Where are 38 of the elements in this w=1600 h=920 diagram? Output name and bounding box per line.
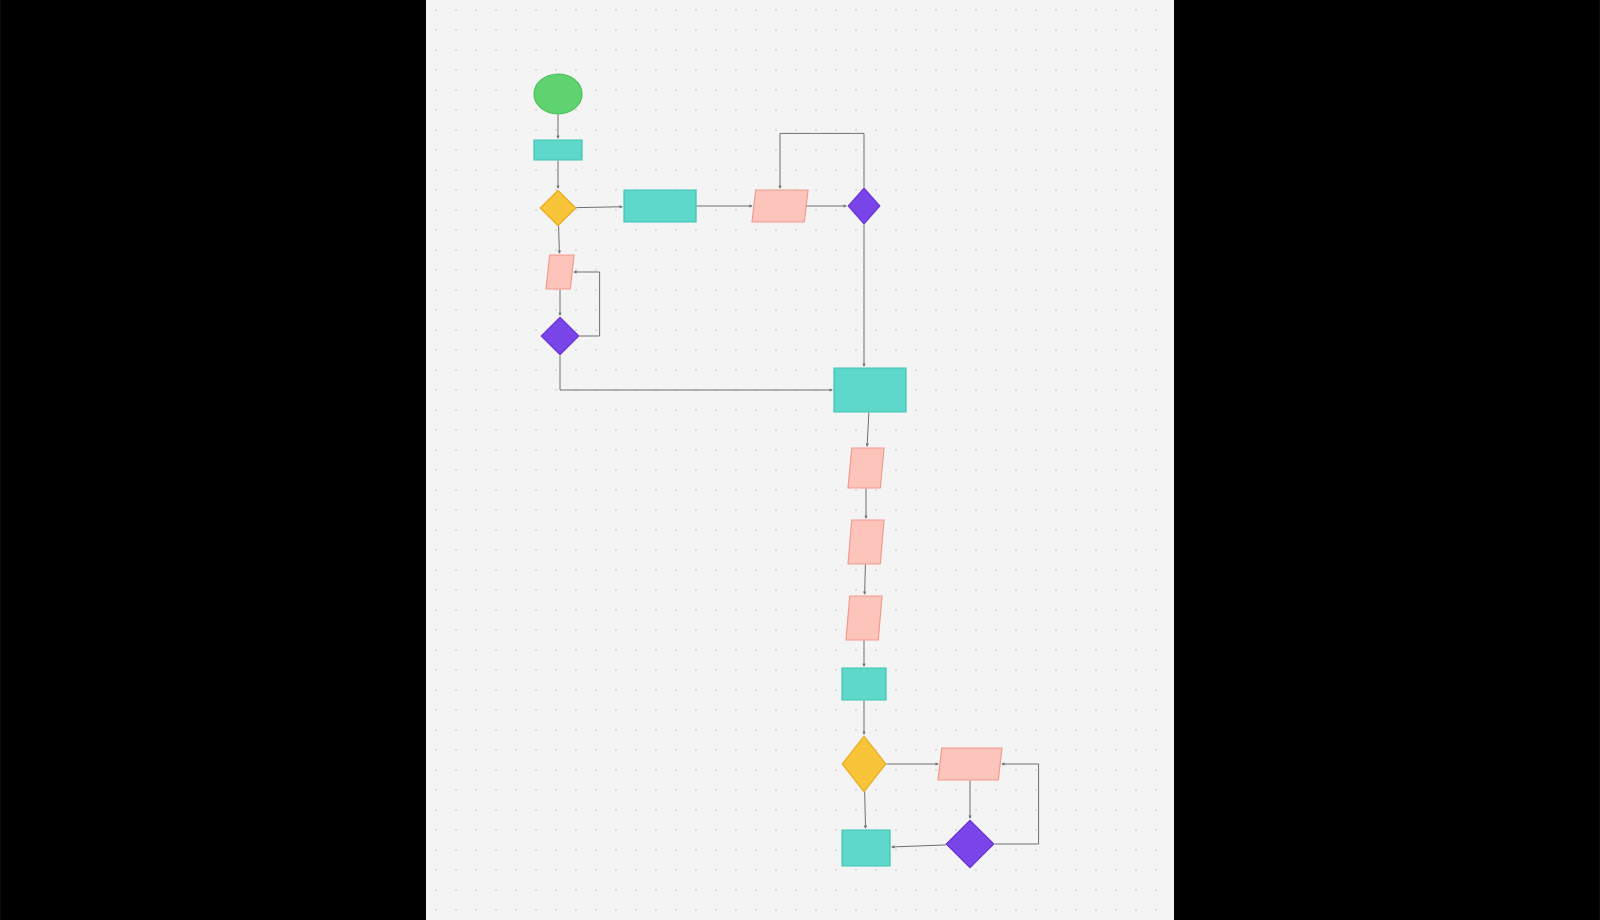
arrow bbox=[864, 791, 867, 829]
arrow bbox=[862, 640, 866, 667]
decision-diamond bbox=[945, 819, 995, 869]
arrow bbox=[696, 204, 753, 208]
start-oval bbox=[533, 73, 583, 115]
process-box bbox=[623, 189, 697, 223]
arrow bbox=[778, 132, 865, 189]
decision-diamond bbox=[841, 735, 887, 793]
arrow bbox=[886, 762, 939, 766]
process-box bbox=[833, 367, 907, 413]
arrow bbox=[573, 270, 601, 337]
arrow bbox=[862, 700, 866, 735]
arrow bbox=[556, 114, 560, 139]
decision-diamond bbox=[540, 316, 580, 356]
data-parallelogram bbox=[937, 747, 1003, 781]
arrow bbox=[559, 355, 833, 392]
decision-diamond bbox=[539, 189, 577, 227]
data-parallelogram bbox=[847, 519, 885, 565]
arrow bbox=[806, 204, 847, 208]
arrow bbox=[891, 844, 947, 849]
arrow bbox=[556, 160, 560, 189]
arrow bbox=[865, 412, 870, 447]
arrow bbox=[994, 762, 1040, 845]
data-parallelogram bbox=[545, 254, 575, 290]
data-parallelogram bbox=[845, 595, 883, 641]
arrow bbox=[575, 205, 623, 209]
arrow bbox=[558, 289, 562, 316]
data-parallelogram bbox=[751, 189, 809, 223]
decision-diamond bbox=[847, 187, 881, 225]
arrow bbox=[864, 488, 868, 519]
process-box bbox=[533, 139, 583, 161]
arrow bbox=[862, 224, 866, 367]
process-box bbox=[841, 667, 887, 701]
arrow bbox=[557, 225, 561, 254]
arrow bbox=[863, 564, 867, 595]
data-parallelogram bbox=[847, 447, 885, 489]
process-box bbox=[841, 829, 891, 867]
arrow bbox=[968, 780, 972, 819]
